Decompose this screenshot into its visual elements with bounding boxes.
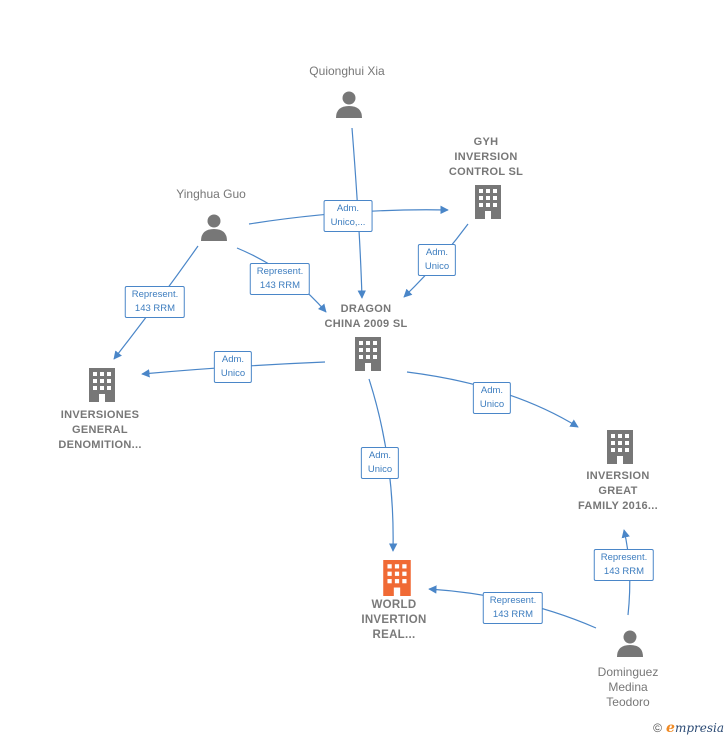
edge-label-dragon-inversiones[interactable]: Adm. Unico bbox=[213, 351, 253, 383]
node-label-gyh-inversion-control[interactable]: GYH INVERSION CONTROL SL bbox=[448, 136, 524, 178]
node-label-dragon-china[interactable]: DRAGON CHINA 2009 SL bbox=[324, 303, 408, 330]
edge-label-dragon-great[interactable]: Adm. Unico bbox=[472, 382, 512, 414]
node-label-yinghua-guo[interactable]: Yinghua Guo bbox=[176, 187, 246, 201]
node-label-inversiones-general[interactable]: INVERSIONES GENERAL DENOMITION... bbox=[58, 409, 142, 451]
edge-label-yg-dragon[interactable]: Represent. 143 RRM bbox=[249, 263, 311, 295]
edge-label-dom-world[interactable]: Represent. 143 RRM bbox=[482, 592, 544, 624]
building-icon[interactable] bbox=[604, 430, 636, 464]
node-label-inversion-great-family[interactable]: INVERSION GREAT FAMILY 2016... bbox=[577, 470, 659, 512]
node-label-world-invertion[interactable]: WORLD INVERTION REAL... bbox=[361, 599, 427, 641]
edge-label-dom-great[interactable]: Represent. 143 RRM bbox=[593, 549, 655, 581]
person-icon[interactable] bbox=[615, 628, 645, 658]
building-icon[interactable] bbox=[380, 560, 414, 596]
building-icon[interactable] bbox=[352, 337, 384, 371]
footer: © empresia bbox=[653, 720, 724, 736]
empresia-logo[interactable]: empresia bbox=[666, 720, 724, 736]
edge-label-qx-dragon[interactable]: Adm. Unico,... bbox=[323, 200, 373, 232]
building-icon[interactable] bbox=[86, 368, 118, 402]
building-icon[interactable] bbox=[472, 185, 504, 219]
edge-label-gyh-dragon[interactable]: Adm. Unico bbox=[417, 244, 457, 276]
person-icon[interactable] bbox=[199, 212, 229, 242]
edge-label-yg-inversiones[interactable]: Represent. 143 RRM bbox=[124, 286, 186, 318]
person-icon[interactable] bbox=[334, 89, 364, 119]
node-label-dominguez-medina[interactable]: Dominguez Medina Teodoro bbox=[597, 665, 659, 709]
edge-label-dragon-world[interactable]: Adm. Unico bbox=[360, 447, 400, 479]
copyright-symbol: © bbox=[653, 721, 663, 735]
node-label-quionghui-xia[interactable]: Quionghui Xia bbox=[309, 64, 385, 78]
